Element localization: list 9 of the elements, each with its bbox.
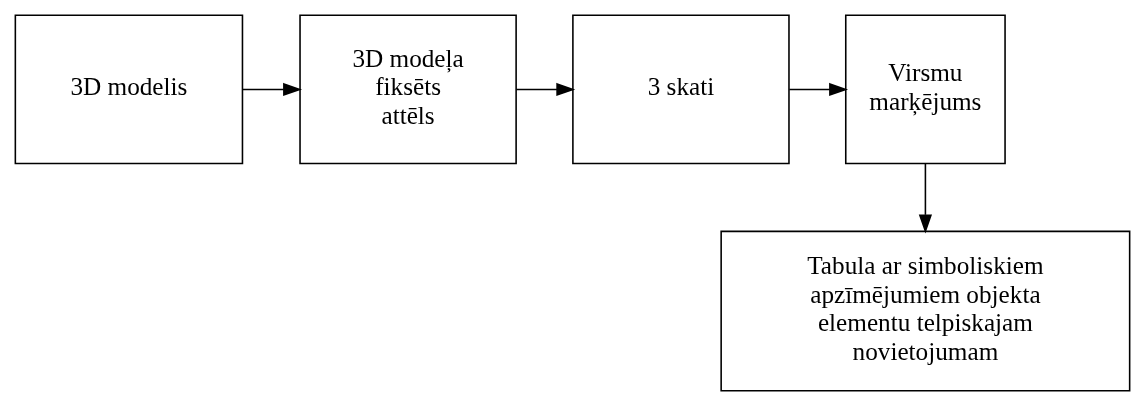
arrow — [515, 82, 576, 96]
arrow — [242, 82, 303, 96]
arrow — [918, 162, 933, 233]
node-box: Tabula ar simboliskiem apzīmējumiem objekta elementu telpiskajam novietojumam — [720, 230, 1131, 391]
arrow — [788, 82, 849, 96]
node-box: 3D modelis — [14, 14, 244, 164]
node-box: Virsmu marķējums — [844, 14, 1006, 164]
node-box: 3D modeļa fiksēts attēls — [299, 14, 517, 164]
node-box: 3 skati — [572, 14, 790, 164]
